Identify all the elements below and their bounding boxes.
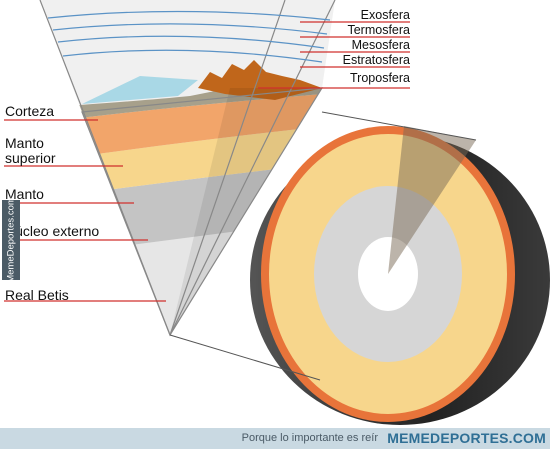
sphere-wedge-shadow: [388, 126, 476, 274]
label-manto: Manto: [5, 186, 44, 202]
atmosphere-arc-2: [52, 23, 328, 35]
side-watermark: MemeDeportes.com: [2, 197, 20, 283]
atmosphere-leaders: [258, 21, 410, 89]
label-mesosfera: Mesosfera: [351, 38, 410, 52]
label-exosfera: Exosfera: [360, 8, 410, 22]
label-nucleo-externo: Núcleo externo: [5, 223, 100, 239]
cone-outline: [81, 87, 324, 337]
cone-center-edge: [169, 0, 286, 336]
label-manto-superior-line2: superior: [5, 150, 56, 166]
atmosphere-arc-4: [62, 49, 323, 63]
atmosphere-arc-3: [57, 35, 325, 49]
earth-sphere: [250, 126, 550, 425]
layer-manto-superior: [40, 88, 335, 168]
connector-top: [321, 111, 477, 141]
label-estratosfera: Estratosfera: [342, 53, 410, 67]
label-corteza: Corteza: [5, 103, 55, 119]
label-manto-superior-line1: Manto: [5, 135, 44, 151]
footer-slogan: Porque lo importante es reír: [241, 432, 378, 444]
ocean: [82, 76, 198, 104]
side-watermark-text: MemeDeportes.com: [5, 197, 17, 283]
layer-leaders: [4, 119, 166, 302]
atmosphere-arc-1: [47, 10, 331, 21]
footer-watermark: Porque lo importante es reír MEMEDEPORTE…: [0, 428, 550, 449]
cone-edge-right: [169, 0, 336, 336]
footer-brand: MEMEDEPORTES.COM: [387, 430, 546, 446]
cone-edge-left: [39, 0, 171, 336]
label-nucleo-interno: Real Betis: [5, 287, 69, 303]
connector-bottom: [169, 334, 321, 381]
label-troposfera: Troposfera: [350, 71, 410, 85]
label-termosfera: Termosfera: [347, 23, 410, 37]
